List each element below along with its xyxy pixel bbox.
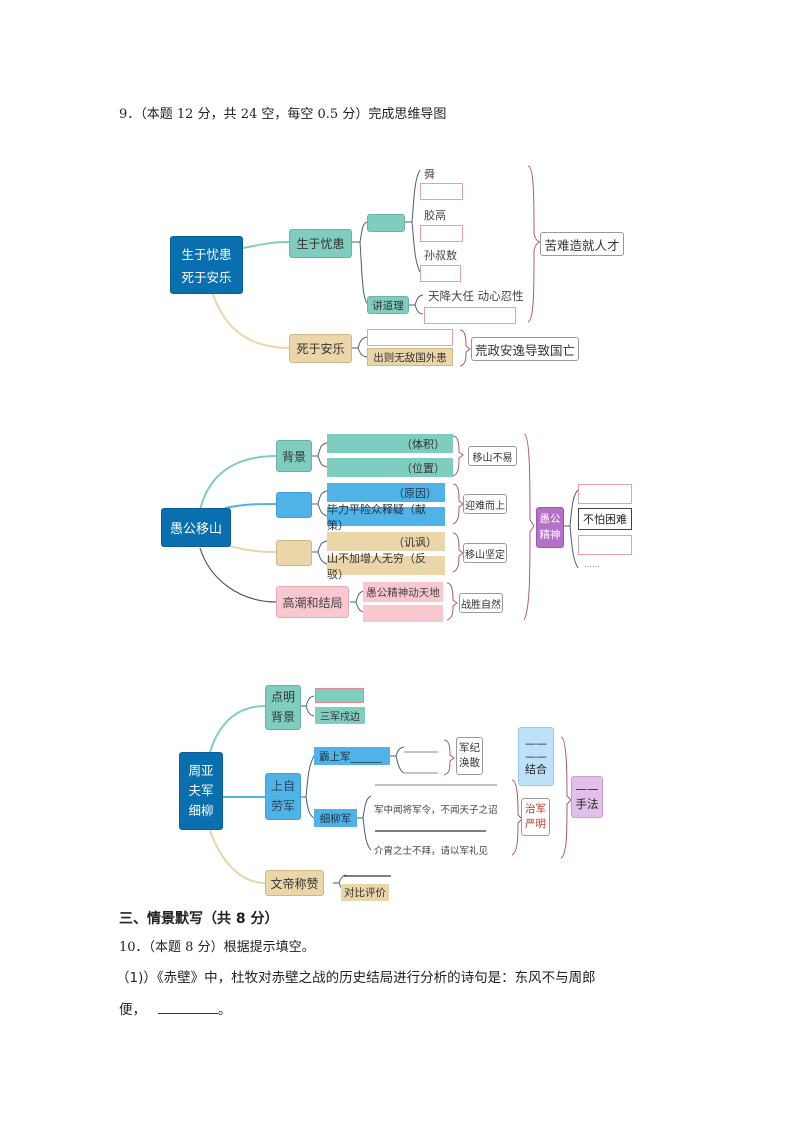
- question-10-part1: （1)）《赤壁》中，杜牧对赤壁之战的历史结局进行分析的诗句是：东风不与周郎: [116, 970, 596, 986]
- p2-suffix: 。: [218, 1002, 232, 1018]
- method-blank: ——: [575, 782, 599, 797]
- bg-item-volume: （体积）: [327, 434, 453, 453]
- example-label: 胶鬲: [424, 209, 446, 222]
- example-blank[interactable]: [420, 183, 463, 200]
- answer-blank[interactable]: [158, 1001, 218, 1014]
- question-10-title: 10．（本题 8 分）根据提示填空。: [119, 940, 315, 955]
- map3-root-node: 周亚 夫军 细柳: [179, 752, 223, 830]
- method-node[interactable]: —— 手法: [571, 776, 603, 818]
- example-blank[interactable]: [420, 225, 463, 242]
- b2-item-strategy: 毕力平险众释疑（献策）: [327, 503, 445, 532]
- map1-branch-shengyuyouhuan: 生于忧患: [289, 229, 352, 258]
- summary-line: 军纪: [459, 741, 480, 754]
- xiliu-item: 军中闻将军令，不闻天子之诏: [374, 805, 498, 816]
- map1-examples-blank[interactable]: [367, 214, 405, 232]
- branch-line: 点明: [270, 690, 295, 705]
- reason-blank[interactable]: [424, 307, 516, 324]
- map1-root-line2: 死于安乐: [181, 270, 232, 285]
- spirit-blank[interactable]: [578, 484, 632, 504]
- example-blank[interactable]: [420, 265, 461, 282]
- combine-blank: ——: [525, 749, 547, 763]
- b1-blank[interactable]: [315, 688, 364, 703]
- b2-summary: 迎难而上: [463, 494, 507, 514]
- map3-branch-inspect: 上自 劳军: [265, 773, 301, 820]
- map3-root-line: 周亚: [188, 763, 214, 778]
- siyuanle-item: 出则无敌国外患: [367, 348, 453, 366]
- bg-item-position: （位置）: [327, 458, 453, 477]
- map2-branch-blank-2[interactable]: [276, 492, 312, 518]
- question-9-title: 9．（本题 12 分，共 24 空，每空 0.5 分）完成思维导图: [119, 107, 447, 122]
- map1-sub-reason: 讲道理: [367, 296, 409, 314]
- b3-item-mock: （讥讽）: [327, 532, 445, 551]
- map2-branch-background: 背景: [276, 440, 312, 472]
- p2-prefix: 便，: [119, 1002, 146, 1018]
- summary-line: 严明: [525, 818, 546, 830]
- xiliu-army: 细柳军: [314, 809, 357, 827]
- b1-item: 三军戍边: [315, 707, 365, 724]
- map1-root-line1: 生于忧患: [181, 247, 232, 262]
- example-label: 孙叔敖: [424, 249, 457, 262]
- question-10-part1-cont: 便， 。: [119, 998, 232, 1018]
- xiliu-item: 介胄之士不拜，请以军礼见: [374, 846, 489, 857]
- section-3-heading: 三、情景默写（共 8 分）: [119, 911, 279, 927]
- summary-line: 治军: [525, 802, 546, 815]
- b4-item-spirit: 愚公精神动天地: [363, 582, 443, 602]
- b3-summary: 移山坚定: [463, 543, 507, 563]
- bashang-summary: 军纪 涣散: [456, 737, 483, 775]
- branch-line: 劳军: [270, 798, 295, 813]
- map2-root-node: 愚公移山: [161, 508, 231, 547]
- map1-branch-siyuanle: 死于安乐: [289, 334, 352, 363]
- spirit-blank[interactable]: [578, 535, 632, 555]
- spirit-line1: 愚公: [539, 513, 561, 526]
- combine-node[interactable]: —— —— 结合: [518, 727, 554, 786]
- bashang-army[interactable]: 霸上军______: [314, 747, 390, 765]
- combine-blank: ——: [525, 736, 547, 750]
- summary-line: 涣散: [459, 757, 480, 769]
- map3-branch-praise: 文帝称赞: [265, 870, 324, 896]
- b4-item-blank[interactable]: [363, 605, 443, 622]
- summary-kunan: 苦难造就人才: [540, 232, 624, 256]
- reason-text: 天降大任 动心忍性: [428, 289, 524, 303]
- branch-line: 背景: [270, 709, 295, 724]
- map3-branch-background: 点明 背景: [265, 685, 301, 730]
- map3-root-line: 夫军: [188, 783, 214, 798]
- b4-summary: 战胜自然: [459, 593, 503, 613]
- bg-summary: 移山不易: [468, 446, 517, 466]
- spirit-item: 不怕困难: [578, 508, 632, 530]
- spirit-node: 愚公 精神: [536, 507, 564, 548]
- map1-root-node: 生于忧患 死于安乐: [170, 236, 243, 294]
- spirit-line2: 精神: [539, 528, 561, 541]
- b2-item-reason: （原因）: [327, 483, 445, 502]
- b3-item: 对比评价: [341, 884, 389, 901]
- map2-branch-blank-3[interactable]: [276, 540, 312, 566]
- xiliu-summary: 治军 严明: [521, 798, 550, 836]
- b3-item-rebut: 山不加增人无穷（反驳）: [327, 552, 445, 581]
- summary-huangzheng: 荒政安逸导致国亡: [471, 337, 579, 361]
- map2-branch-climax: 高潮和结局: [276, 586, 349, 618]
- branch-line: 上自: [270, 779, 295, 794]
- spirit-more: ……: [584, 560, 600, 569]
- method-label: 手法: [575, 797, 599, 811]
- map3-root-line: 细柳: [188, 803, 214, 818]
- combine-label: 结合: [525, 763, 547, 777]
- example-label: 舜: [424, 168, 435, 181]
- siyuanle-blank[interactable]: [367, 329, 453, 346]
